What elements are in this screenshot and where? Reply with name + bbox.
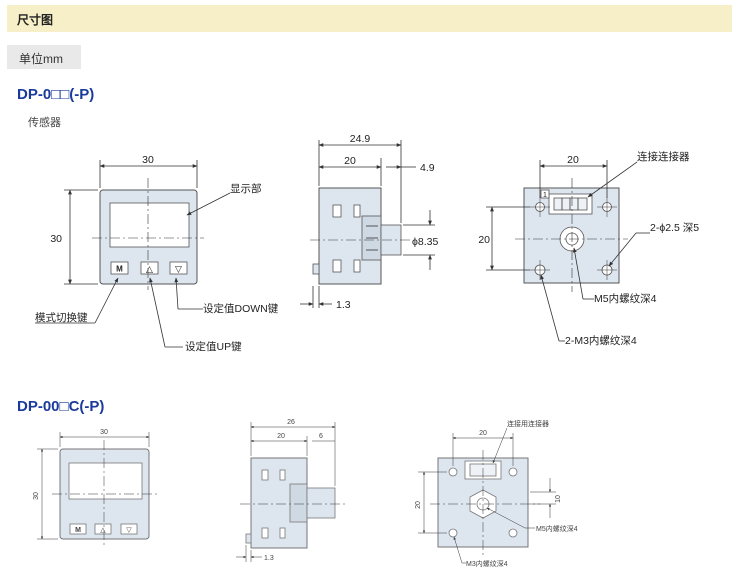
down-button-2[interactable]: ▽ bbox=[126, 527, 132, 534]
mode-button-2[interactable]: M bbox=[75, 527, 81, 534]
front-view-1 bbox=[35, 160, 231, 348]
model-title-1: DP-0□□(-P) bbox=[17, 86, 95, 103]
m3-label-2: M3内螺纹深4 bbox=[466, 559, 508, 568]
up-key-label: 设定值UP键 bbox=[185, 340, 242, 353]
side2-bottom-dim: 1.3 bbox=[264, 555, 274, 562]
side-bottom-dim: 1.3 bbox=[336, 299, 351, 311]
down-button[interactable]: ▽ bbox=[175, 264, 182, 274]
back2-inner-dim: 10 bbox=[555, 495, 562, 503]
front2-width-dim: 30 bbox=[100, 429, 108, 436]
back2-height-dim: 20 bbox=[415, 501, 422, 509]
m3-label: 2-M3内螺纹深4 bbox=[565, 334, 637, 347]
m5-label: M5内螺纹深4 bbox=[594, 292, 657, 305]
back-view-2 bbox=[418, 427, 556, 564]
side-view-2 bbox=[236, 422, 345, 562]
mode-key-label: 模式切换键 bbox=[35, 311, 88, 324]
side-body-dim: 20 bbox=[344, 155, 356, 167]
model-title-2: DP-00□C(-P) bbox=[17, 398, 105, 415]
up-button-2[interactable]: △ bbox=[100, 527, 106, 534]
front-height-dim: 30 bbox=[50, 233, 62, 245]
side2-total-dim: 26 bbox=[287, 419, 295, 426]
mode-button[interactable]: M bbox=[116, 265, 123, 274]
back-view-1 bbox=[486, 160, 650, 342]
side2-protrude-dim: 6 bbox=[319, 433, 323, 440]
section-header: 尺寸图 bbox=[7, 5, 732, 32]
up-button[interactable]: △ bbox=[146, 264, 153, 274]
side-view-1 bbox=[300, 140, 435, 308]
unit-tab[interactable]: 单位mm bbox=[7, 45, 81, 69]
side-protrude-dim: 4.9 bbox=[420, 162, 435, 174]
side-diameter-dim: ϕ8.35 bbox=[412, 236, 438, 248]
section-title: 尺寸图 bbox=[17, 13, 54, 27]
down-key-label: 设定值DOWN键 bbox=[203, 302, 279, 315]
side2-body-dim: 20 bbox=[277, 433, 285, 440]
pin1-label: 1 bbox=[543, 192, 547, 199]
back-width-dim: 20 bbox=[567, 154, 579, 166]
front-width-dim: 30 bbox=[142, 154, 154, 166]
front-view-2 bbox=[37, 432, 158, 548]
display-label: 显示部 bbox=[230, 182, 262, 195]
connector-label: 连接连接器 bbox=[637, 150, 690, 163]
m5-label-2: M5内螺纹深4 bbox=[536, 524, 578, 533]
connector2-label: 连接用连接器 bbox=[507, 419, 549, 428]
side-total-dim: 24.9 bbox=[350, 133, 371, 145]
back2-width-dim: 20 bbox=[479, 430, 487, 437]
unit-label: 单位mm bbox=[19, 52, 63, 66]
front2-height-dim: 30 bbox=[33, 492, 40, 500]
hole1-label: 2-ϕ2.5 深5 bbox=[650, 222, 699, 234]
model-subtitle-1: 传感器 bbox=[28, 117, 61, 129]
back-height-dim: 20 bbox=[478, 234, 490, 246]
